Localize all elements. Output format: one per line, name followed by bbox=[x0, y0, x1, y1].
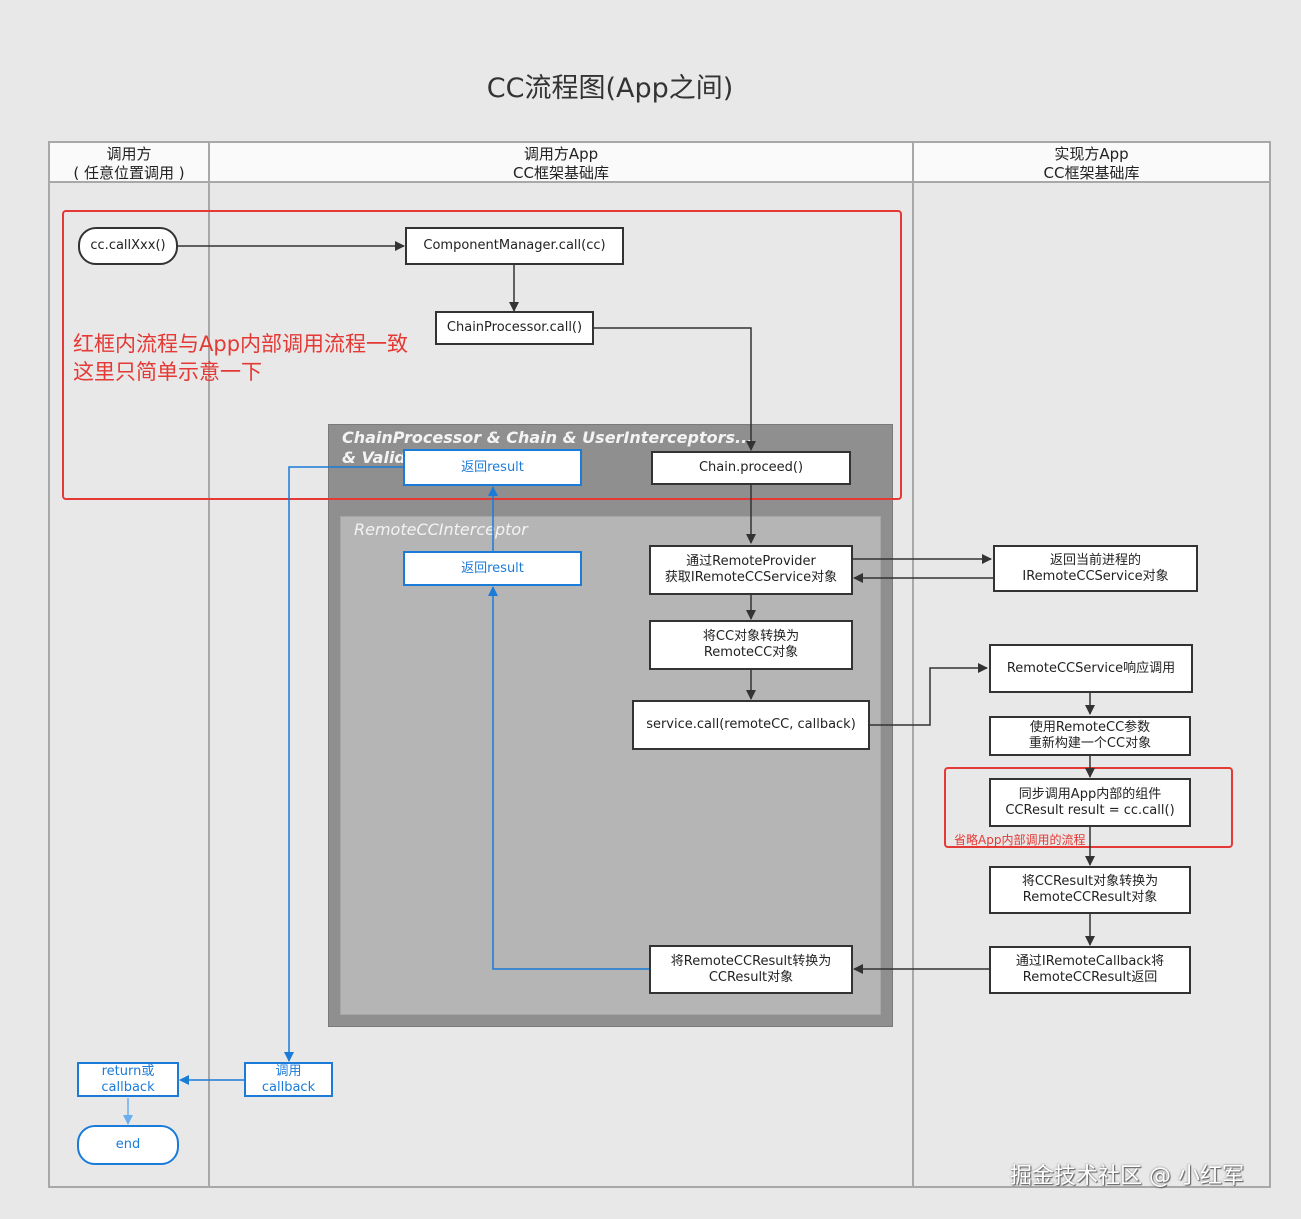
lane-header-provider-app-line1: 实现方App bbox=[1054, 145, 1129, 163]
convert-result-line1: 将CCResult对象转换为 bbox=[1021, 874, 1159, 889]
omit-flow-note: 省略App内部调用的流程 bbox=[954, 833, 1086, 847]
arrow-convertremote-to-return2 bbox=[488, 586, 650, 970]
convert-cc-line2: RemoteCC对象 bbox=[703, 645, 799, 660]
rebuild-cc-node: 使用RemoteCC参数 重新构建一个CC对象 bbox=[989, 716, 1191, 756]
lane-header-caller-app: 调用方App CC框架基础库 bbox=[208, 141, 914, 183]
lane-header-caller-line2: ( 任意位置调用 ) bbox=[73, 164, 185, 182]
page-title: CC流程图(App之间) bbox=[486, 73, 734, 104]
lane-header-caller-line1: 调用方 bbox=[106, 145, 152, 163]
arrow-processor-to-proceed bbox=[594, 327, 756, 451]
convert-cc-line1: 将CC对象转换为 bbox=[702, 629, 800, 644]
chain-processor-label: ChainProcessor.call() bbox=[446, 320, 583, 335]
same-flow-note-line2: 这里只简单示意一下 bbox=[73, 360, 262, 384]
sync-call-line2: CCResult result = cc.call() bbox=[1005, 802, 1175, 818]
same-flow-note-line1: 红框内流程与App内部调用流程一致 bbox=[73, 332, 409, 356]
return-result-node-1: 返回result bbox=[403, 449, 582, 486]
service-respond-node: RemoteCCService响应调用 bbox=[989, 644, 1193, 693]
component-manager-label: ComponentManager.call(cc) bbox=[423, 238, 606, 253]
same-flow-red-frame bbox=[62, 210, 902, 500]
arrow-return1-to-invokecallback bbox=[284, 466, 404, 1062]
service-call-node: service.call(remoteCC, callback) bbox=[632, 700, 870, 750]
return-result-node-2: 返回result bbox=[403, 551, 582, 586]
return-service-node: 返回当前进程的 IRemoteCCService对象 bbox=[993, 545, 1198, 592]
return-service-line1: 返回当前进程的 bbox=[1049, 552, 1141, 568]
get-service-line1: 通过RemoteProvider bbox=[686, 554, 816, 569]
cc-call-node: cc.callXxx() bbox=[78, 227, 178, 265]
convert-cc-node: 将CC对象转换为 RemoteCC对象 bbox=[649, 620, 853, 670]
invoke-callback-node: 调用 callback bbox=[244, 1062, 333, 1097]
invoke-callback-line2: callback bbox=[261, 1079, 316, 1095]
convert-remote-result-line2: CCResult对象 bbox=[708, 969, 794, 985]
get-service-node: 通过RemoteProvider 获取IRemoteCCService对象 bbox=[649, 545, 853, 595]
lane-header-caller-app-line2: CC框架基础库 bbox=[513, 164, 609, 182]
convert-remote-result-line1: 将RemoteCCResult转换为 bbox=[670, 953, 832, 969]
rebuild-cc-line1: 使用RemoteCC参数 bbox=[1029, 720, 1151, 735]
end-label: end bbox=[115, 1137, 141, 1152]
rebuild-cc-line2: 重新构建一个CC对象 bbox=[1028, 736, 1152, 751]
return-result-label-1: 返回result bbox=[461, 459, 524, 475]
cc-call-label: cc.callXxx() bbox=[90, 238, 166, 253]
lane-header-caller-app-line1: 调用方App bbox=[523, 145, 599, 163]
callback-return-line2: RemoteCCResult返回 bbox=[1022, 970, 1158, 985]
sync-call-node: 同步调用App内部的组件 CCResult result = cc.call() bbox=[989, 778, 1191, 827]
lane-header-provider-app-line2: CC框架基础库 bbox=[1043, 164, 1140, 182]
return-service-line2: IRemoteCCService对象 bbox=[1022, 568, 1169, 584]
lane-body-provider-app bbox=[912, 181, 1271, 1188]
get-service-line2: 获取IRemoteCCService对象 bbox=[664, 570, 838, 585]
chain-proceed-label: Chain.proceed() bbox=[698, 460, 804, 475]
arrow-servicecall-to-respond bbox=[869, 663, 988, 726]
remote-interceptor-zone bbox=[340, 516, 881, 1015]
watermark: 掘金技术社区 @ 小红军 bbox=[1010, 1164, 1244, 1189]
convert-result-node: 将CCResult对象转换为 RemoteCCResult对象 bbox=[989, 866, 1191, 914]
convert-remote-result-node: 将RemoteCCResult转换为 CCResult对象 bbox=[649, 945, 853, 994]
return-or-callback-node: return或 callback bbox=[77, 1062, 179, 1097]
service-respond-label: RemoteCCService响应调用 bbox=[1006, 660, 1176, 676]
lane-header-provider-app: 实现方App CC框架基础库 bbox=[912, 141, 1271, 183]
lane-header-caller: 调用方 ( 任意位置调用 ) bbox=[48, 141, 210, 183]
sync-call-line1: 同步调用App内部的组件 bbox=[1018, 786, 1162, 802]
callback-return-line1: 通过IRemoteCallback将 bbox=[1015, 954, 1165, 969]
same-flow-note: 红框内流程与App内部调用流程一致 这里只简单示意一下 bbox=[73, 330, 408, 386]
convert-result-line2: RemoteCCResult对象 bbox=[1022, 890, 1158, 905]
return-result-label-2: 返回result bbox=[461, 560, 524, 576]
return-or-callback-line1: return或 bbox=[101, 1063, 155, 1079]
service-call-label: service.call(remoteCC, callback) bbox=[646, 717, 856, 732]
chain-processor-node: ChainProcessor.call() bbox=[435, 311, 594, 345]
remote-interceptor-zone-label: RemoteCCInterceptor bbox=[354, 520, 528, 539]
invoke-callback-line1: 调用 bbox=[275, 1063, 302, 1079]
callback-return-node: 通过IRemoteCallback将 RemoteCCResult返回 bbox=[989, 946, 1191, 994]
chain-proceed-node: Chain.proceed() bbox=[651, 451, 851, 485]
return-or-callback-line2: callback bbox=[101, 1079, 155, 1095]
end-node: end bbox=[77, 1125, 179, 1165]
component-manager-node: ComponentManager.call(cc) bbox=[405, 227, 624, 265]
